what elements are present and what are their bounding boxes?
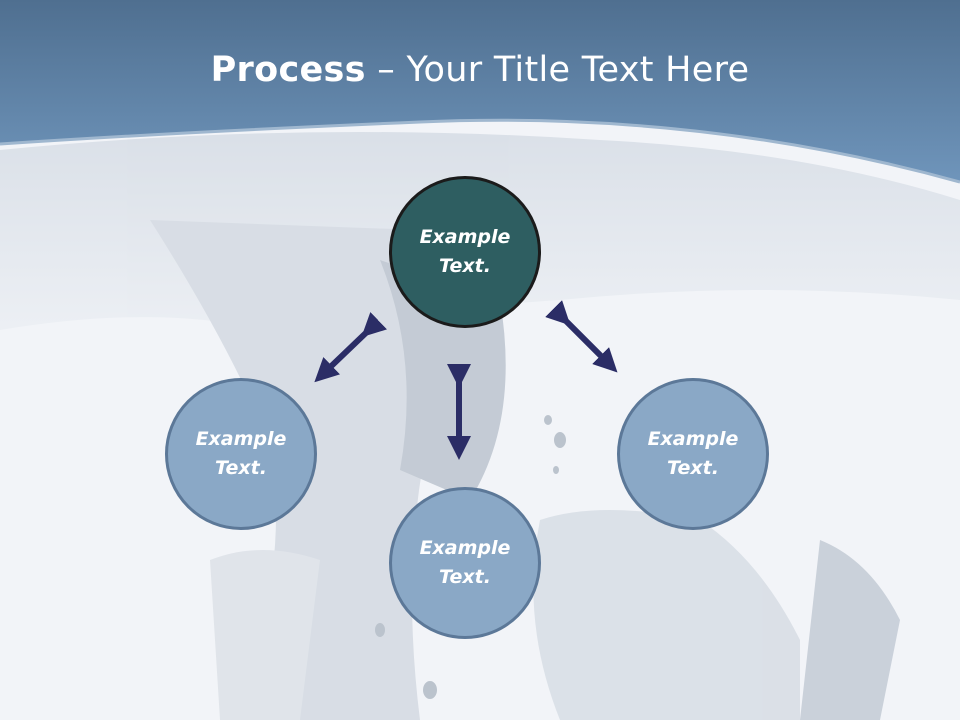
node-bottom: Example Text. xyxy=(389,487,541,639)
arrow-center-right xyxy=(545,300,618,373)
title-rest: – Your Title Text Here xyxy=(365,50,750,90)
node-left-line1: Example xyxy=(195,428,287,450)
arrow-center-left xyxy=(314,312,387,383)
node-center-line1: Example xyxy=(419,226,511,248)
node-left-line2: Text. xyxy=(215,457,267,479)
node-center-line2: Text. xyxy=(439,255,491,277)
title-bold: Process xyxy=(210,50,366,90)
node-bottom-line1: Example xyxy=(419,537,511,559)
node-right-line1: Example xyxy=(647,428,739,450)
node-center: Example Text. xyxy=(389,176,541,328)
node-right-line2: Text. xyxy=(667,457,719,479)
node-bottom-line2: Text. xyxy=(439,566,491,588)
slide-title: Process – Your Title Text Here xyxy=(0,50,960,90)
node-right: Example Text. xyxy=(617,378,769,530)
node-left: Example Text. xyxy=(165,378,317,530)
header-band xyxy=(0,0,960,182)
